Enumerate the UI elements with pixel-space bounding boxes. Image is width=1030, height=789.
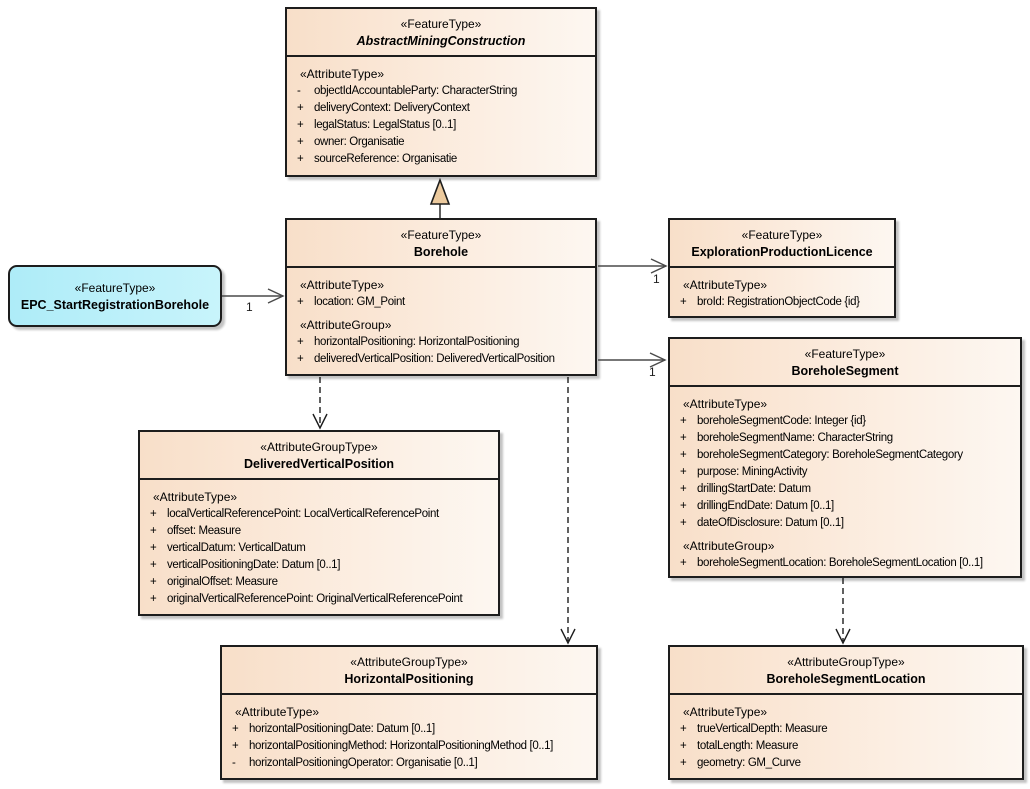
attribute-row: +legalStatus: LegalStatus [0..1] [297,119,456,131]
attribute-compartment: «AttributeType» +boreholeSegmentCode: In… [670,387,1020,576]
attribute-row: +totalLength: Measure [680,740,799,752]
class-name: AbstractMiningConstruction [356,33,526,48]
class-name: EPC_StartRegistrationBorehole [20,297,210,312]
section-heading: «AttributeType» [235,705,320,719]
attribute-row: -horizontalPositioningOperator: Organisa… [232,757,478,769]
section-heading: «AttributeGroup» [300,318,392,332]
attribute-compartment: «AttributeType» +localVerticalReferenceP… [140,480,498,612]
class-header: «FeatureType» ExplorationProductionLicen… [670,220,894,268]
class-header: «FeatureType» AbstractMiningConstruction [287,9,595,57]
class-name: BoreholeSegmentLocation [766,671,926,686]
attribute-row: +boreholeSegmentCode: Integer {id} [680,415,866,427]
class-header: «AttributeGroupType» DeliveredVerticalPo… [140,432,498,480]
stereotype-label: «FeatureType» [400,227,482,242]
class-name: ExplorationProductionLicence [691,244,873,259]
multiplicity-borehole-to-licence: 1 [653,272,660,286]
generalization-borehole-to-abstract[interactable] [429,177,451,218]
section-heading: «AttributeGroup» [683,539,775,553]
attribute-row: +originalVerticalReferencePoint: Origina… [150,593,463,605]
stereotype-label: «FeatureType» [400,16,482,31]
class-name: BoreholeSegment [791,363,899,378]
class-borehole[interactable]: «FeatureType» Borehole «AttributeType» +… [285,218,597,376]
section-heading: «AttributeType» [300,67,385,81]
attribute-compartment: «AttributeType» +horizontalPositioningDa… [222,695,596,776]
attribute-compartment: «AttributeType» +location: GM_Point «Att… [287,268,595,372]
attribute-row: +deliveryContext: DeliveryContext [297,102,470,114]
attribute-row: +broId: RegistrationObjectCode {id} [680,296,860,308]
attribute-row: +drillingStartDate: Datum [680,483,811,495]
attribute-row: +owner: Organisatie [297,136,405,148]
attribute-row: +drillingEndDate: Datum [0..1] [680,500,834,512]
section-heading: «AttributeType» [683,278,768,292]
section-heading: «AttributeType» [153,490,238,504]
multiplicity-epc-to-borehole: 1 [246,300,253,314]
class-header: «FeatureType» BoreholeSegment [670,339,1020,387]
attribute-row: +boreholeSegmentName: CharacterString [680,432,893,444]
attribute-row: +offset: Measure [150,525,241,537]
class-name: Borehole [413,244,469,259]
class-borehole-segment[interactable]: «FeatureType» BoreholeSegment «Attribute… [668,337,1022,578]
attribute-row: +boreholeSegmentCategory: BoreholeSegmen… [680,449,963,461]
attribute-compartment: «AttributeType» -objectIdAccountablePart… [287,57,595,172]
class-abstract-mining-construction[interactable]: «FeatureType» AbstractMiningConstruction… [285,7,597,177]
class-horizontal-positioning[interactable]: «AttributeGroupType» HorizontalPositioni… [220,645,598,780]
attribute-row: +deliveredVerticalPosition: DeliveredVer… [297,353,555,365]
class-borehole-segment-location[interactable]: «AttributeGroupType» BoreholeSegmentLoca… [668,645,1024,780]
stereotype-label: «AttributeGroupType» [260,439,378,454]
attribute-row: +dateOfDisclosure: Datum [0..1] [680,517,844,529]
attribute-row: +verticalDatum: VerticalDatum [150,542,306,554]
stereotype-label: «AttributeGroupType» [787,654,905,669]
class-name: HorizontalPositioning [344,671,474,686]
section-heading: «AttributeType» [300,278,385,292]
attribute-row: +sourceReference: Organisatie [297,153,457,165]
class-exploration-production-licence[interactable]: «FeatureType» ExplorationProductionLicen… [668,218,896,318]
section-heading: «AttributeType» [683,705,768,719]
attribute-compartment: «AttributeType» +trueVerticalDepth: Meas… [670,695,1022,776]
class-header: «AttributeGroupType» BoreholeSegmentLoca… [670,647,1022,695]
attribute-row: +horizontalPositioning: HorizontalPositi… [297,336,520,348]
class-header: «AttributeGroupType» HorizontalPositioni… [222,647,596,695]
attribute-row: +geometry: GM_Curve [680,757,801,769]
class-delivered-vertical-position[interactable]: «AttributeGroupType» DeliveredVerticalPo… [138,430,500,616]
attribute-compartment: «AttributeType» +broId: RegistrationObje… [670,268,894,315]
association-borehole-to-licence[interactable] [598,258,668,274]
attribute-row: +originalOffset: Measure [150,576,278,588]
dependency-borehole-to-horizontal-positioning[interactable] [560,377,576,645]
dependency-segment-to-segment-location[interactable] [835,578,851,645]
stereotype-label: «FeatureType» [804,346,886,361]
attribute-row: +trueVerticalDepth: Measure [680,723,828,735]
attribute-row: +horizontalPositioningDate: Datum [0..1] [232,723,435,735]
class-header: «FeatureType» Borehole [287,220,595,268]
stereotype-label: «AttributeGroupType» [350,654,468,669]
stereotype-label: «FeatureType» [74,280,156,295]
attribute-row: +localVerticalReferencePoint: LocalVerti… [150,508,439,520]
section-heading: «AttributeType» [683,397,768,411]
attribute-row: +boreholeSegmentLocation: BoreholeSegmen… [680,557,983,569]
dependency-borehole-to-delivered-vertical-position[interactable] [312,377,328,430]
attribute-row: +purpose: MiningActivity [680,466,808,478]
attribute-row: -objectIdAccountableParty: CharacterStri… [297,85,517,97]
attribute-row: +location: GM_Point [297,296,405,308]
class-epc-start-registration-borehole[interactable]: «FeatureType» EPC_StartRegistrationBoreh… [8,265,222,327]
stereotype-label: «FeatureType» [741,227,823,242]
multiplicity-borehole-to-segment: 1 [649,365,656,379]
attribute-row: +horizontalPositioningMethod: Horizontal… [232,740,553,752]
attribute-row: +verticalPositioningDate: Datum [0..1] [150,559,341,571]
class-name: DeliveredVerticalPosition [243,456,395,471]
